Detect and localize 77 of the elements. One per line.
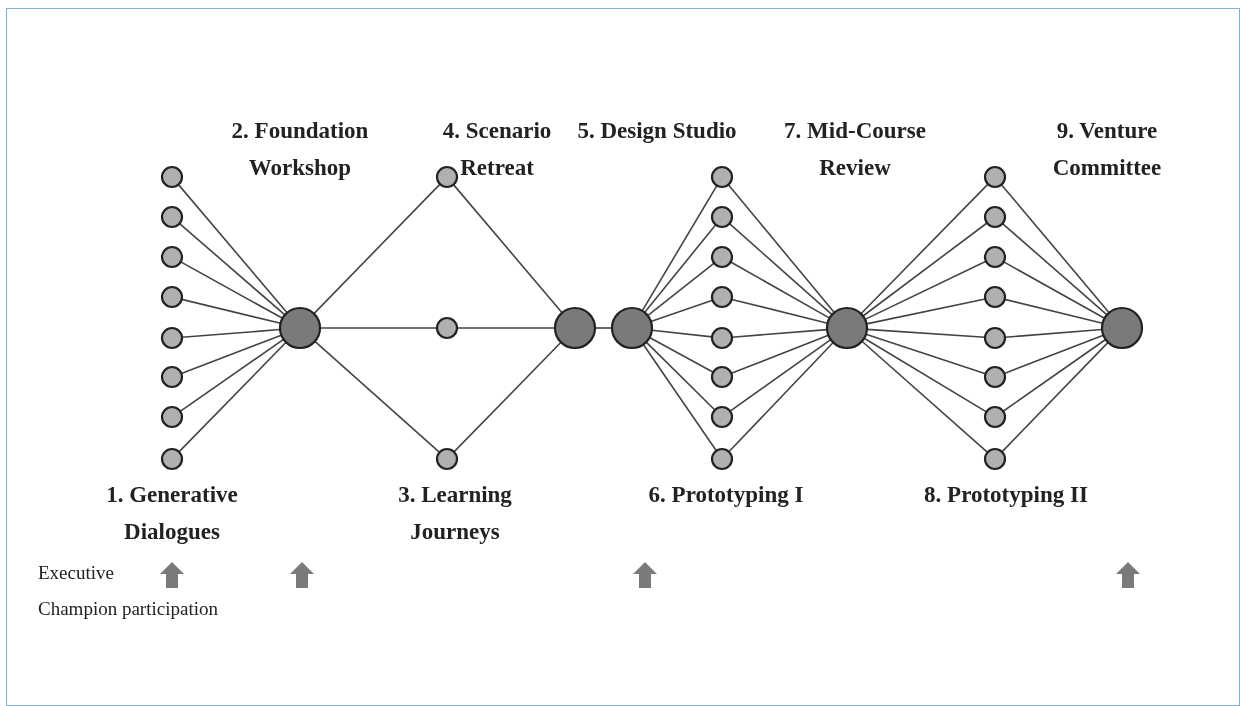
stage-label: 1. Generative Dialogues: [105, 481, 239, 546]
connector-line: [178, 222, 286, 316]
connector-line: [727, 183, 836, 314]
stage-label: 3. Learning Journeys: [397, 481, 513, 546]
participant-circle: [160, 365, 184, 389]
connector-line: [452, 183, 563, 314]
connector-line: [594, 327, 613, 329]
participant-circle: [160, 405, 184, 429]
participant-circle: [983, 205, 1007, 229]
connector-line: [319, 327, 438, 329]
connector-line: [648, 336, 714, 374]
participant-circle: [160, 165, 184, 189]
connector-line: [866, 328, 986, 339]
milestone-circle: [278, 306, 322, 350]
connector-line: [177, 183, 288, 314]
connector-line: [729, 261, 831, 319]
milestone-circle: [825, 306, 869, 350]
participant-circle: [983, 326, 1007, 350]
stage-label: 8. Prototyping II: [923, 481, 1089, 509]
participant-circle: [710, 285, 734, 309]
participant-circle: [710, 326, 734, 350]
connector-line: [1000, 183, 1110, 314]
participant-circle: [435, 165, 459, 189]
connector-line: [643, 223, 717, 314]
note-text: Champion participation: [38, 598, 218, 620]
connector-line: [728, 222, 833, 316]
connector-line: [1002, 338, 1107, 413]
stage-label: 6. Prototyping I: [647, 481, 805, 509]
participant-circle: [983, 365, 1007, 389]
participant-circle: [983, 405, 1007, 429]
participant-circle: [435, 316, 459, 340]
participant-circle: [983, 285, 1007, 309]
connector-line: [642, 343, 718, 452]
connector-line: [641, 184, 718, 312]
connector-line: [456, 327, 556, 329]
participant-circle: [160, 326, 184, 350]
connector-line: [865, 333, 987, 375]
note-text: Executive: [38, 562, 114, 584]
connector-line: [861, 340, 989, 454]
connector-line: [646, 262, 715, 317]
participant-circle: [710, 365, 734, 389]
connector-line: [650, 299, 714, 323]
connector-line: [729, 338, 832, 412]
connector-line: [860, 183, 989, 315]
connector-line: [1001, 222, 1108, 316]
participant-circle: [983, 245, 1007, 269]
connector-line: [864, 260, 987, 321]
participant-circle: [160, 285, 184, 309]
connector-line: [728, 341, 834, 453]
participant-circle: [160, 447, 184, 471]
connector-line: [862, 222, 988, 317]
stage-label: 9. Venture Committee: [1051, 117, 1163, 182]
participant-circle: [710, 245, 734, 269]
stage-label: 2. Foundation Workshop: [230, 117, 370, 182]
participant-circle: [435, 447, 459, 471]
connector-line: [314, 340, 441, 454]
milestone-circle: [610, 306, 654, 350]
participant-circle: [160, 205, 184, 229]
connector-line: [313, 183, 441, 315]
milestone-circle: [1100, 306, 1144, 350]
participant-circle: [160, 245, 184, 269]
connector-line: [645, 341, 716, 411]
participant-circle: [983, 447, 1007, 471]
connector-line: [651, 329, 713, 338]
participant-circle: [710, 165, 734, 189]
participant-circle: [983, 165, 1007, 189]
participant-circle: [710, 405, 734, 429]
participant-circle: [710, 205, 734, 229]
stage-label: 7. Mid-Course Review: [783, 117, 927, 182]
stage-label: 5. Design Studio: [576, 117, 738, 145]
milestone-circle: [553, 306, 597, 350]
connector-line: [179, 338, 285, 413]
connector-line: [863, 337, 988, 413]
connector-line: [1001, 341, 1109, 453]
participant-circle: [710, 447, 734, 471]
connector-line: [453, 341, 562, 453]
connector-line: [178, 341, 287, 453]
